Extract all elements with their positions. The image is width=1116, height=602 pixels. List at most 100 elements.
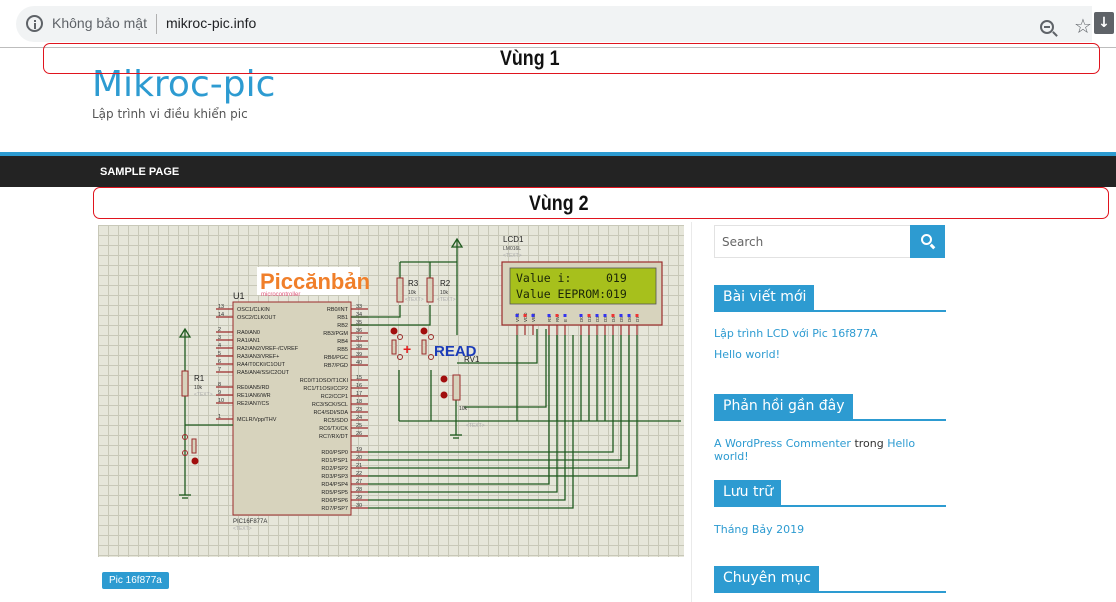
mcu-pin-name: RA3/AN3/VREF+	[237, 354, 279, 360]
archive-link[interactable]: Tháng Bảy 2019	[714, 523, 805, 536]
info-icon[interactable]	[26, 15, 43, 32]
mcu-pin-number: 1	[218, 414, 221, 420]
r1-ref: R1	[194, 374, 205, 383]
lcd-pin-name: VSS	[515, 313, 520, 322]
mcu-pin-name: RA2/AN2/VREF-/CVREF	[237, 346, 299, 352]
mcu-pin-number: 21	[356, 463, 362, 469]
mcu-pin-number: 10	[218, 398, 224, 404]
comment-author-link[interactable]: A WordPress Commenter	[714, 437, 851, 450]
mcu-pin-number: 13	[218, 304, 224, 310]
lcd-pin-marker	[547, 314, 551, 317]
mcu-pin-name: RB4	[337, 339, 348, 345]
mcu-pin-number: 37	[356, 336, 362, 342]
nav-item-sample-page[interactable]: SAMPLE PAGE	[100, 166, 180, 178]
lcd-ref: LCD1	[503, 235, 524, 244]
data-bus-wire	[368, 335, 550, 485]
comment-post-link[interactable]: Hello world!	[714, 437, 916, 463]
url-text[interactable]: mikroc-pic.info	[166, 15, 257, 31]
logo: Piccănbản microcontroller	[257, 267, 370, 298]
lcd-pin-name: E	[563, 319, 568, 322]
r1-text: <TEXT>	[194, 392, 213, 398]
post-tag[interactable]: Pic 16f877a	[102, 572, 169, 589]
mcu-pin-number: 17	[356, 391, 362, 397]
circuit-schematic-image[interactable]: Piccănbản microcontroller U1 PIC16F877A …	[98, 225, 684, 557]
mcu-pin-name: RD7/PSP7	[321, 506, 348, 512]
lcd-pin-name: D1	[587, 316, 592, 322]
lcd-pin-marker	[619, 314, 623, 317]
bookmark-star-icon[interactable]: ☆	[1074, 14, 1092, 38]
mcu-pin-name: OSC1/CLKIN	[237, 307, 270, 313]
mcu-pin-number: 4	[218, 343, 221, 349]
mcu-pin-name: RA5/AN4/SS/C2OUT	[237, 370, 290, 376]
search-input[interactable]: Search	[714, 225, 911, 258]
lcd-pin-name: D0	[579, 316, 584, 322]
mcu-pin-name: RD1/PSP1	[321, 458, 348, 464]
lcd-pin-marker	[595, 314, 599, 317]
data-bus-wire	[368, 335, 638, 477]
wires	[178, 237, 681, 499]
data-bus-wire	[368, 335, 574, 509]
rv1-value: 10k	[459, 406, 468, 412]
mcu-pin-number: 9	[218, 390, 221, 396]
comment-joiner: trong	[854, 437, 884, 450]
r2-text: <TEXT>	[437, 297, 456, 303]
r1-value: 10k	[194, 385, 203, 391]
mcu-part: PIC16F877A	[233, 519, 267, 525]
mcu-pin-name: RB1	[337, 315, 348, 321]
r3-value: 10k	[408, 290, 417, 296]
search-icon	[921, 234, 932, 245]
mcu-pin-name: RD0/PSP0	[321, 450, 348, 456]
zoom-out-icon[interactable]	[1040, 20, 1054, 34]
site-description: Lập trình vi điều khiển pic	[92, 107, 248, 121]
address-bar[interactable]: Không bảo mật mikroc-pic.info ☆	[16, 6, 1092, 42]
mcu-pin-number: 34	[356, 312, 362, 318]
mcu-pin-name: RC3/SCK/SCL	[312, 402, 348, 408]
lcd-pin-name: D3	[603, 316, 608, 322]
rv1-text: <TEXT>	[466, 423, 485, 429]
lcd-line-2: Value EEPROM:019	[516, 287, 627, 301]
lcd-pin-marker	[587, 314, 591, 317]
mcu-pin-name: RB6/PGC	[324, 355, 348, 361]
lcd-pin-name: VEE	[531, 313, 536, 322]
mcu-pin-name: RC7/RX/DT	[319, 434, 349, 440]
resistor-r2: R2 10k <TEXT>	[426, 277, 456, 303]
lcd-pin-marker	[555, 314, 559, 317]
read-label: READ	[434, 343, 477, 360]
mcu-pin-number: 6	[218, 359, 221, 365]
mcu-pin-name: RE1/AN6/WR	[237, 393, 271, 399]
search-button[interactable]	[910, 225, 945, 258]
widget-title: Phản hồi gần đây	[714, 394, 853, 419]
divider	[156, 14, 157, 34]
download-icon[interactable]: ↓	[1094, 12, 1114, 34]
mcu-pin-number: 28	[356, 487, 362, 493]
lcd-pin-marker	[627, 314, 631, 317]
mcu-pin-number: 30	[356, 503, 362, 509]
mcu-pin-number: 27	[356, 479, 362, 485]
r3-ref: R3	[408, 279, 419, 288]
mcu-pin-name: RD6/PSP6	[321, 498, 348, 504]
site-title[interactable]: Mikroc-pic	[92, 64, 276, 105]
mcu-pin-name: RC1/T1OSI/CCP2	[303, 386, 348, 392]
mcu-pin-name: RD5/PSP5	[321, 490, 348, 496]
recent-post-link[interactable]: Lập trình LCD với Pic 16f877A	[714, 327, 878, 340]
lcd-pin-name: RS	[547, 316, 552, 322]
mcu-pin-number: 29	[356, 495, 362, 501]
widget-title: Chuyên mục	[714, 566, 819, 591]
lcd-pin-name: D7	[635, 316, 640, 322]
mcu-pin-name: RB0/INT	[327, 307, 349, 313]
mcu-pin-number: 22	[356, 471, 362, 477]
recent-post-link[interactable]: Hello world!	[714, 348, 781, 361]
mcu-pin-name: RD4/PSP4	[321, 482, 348, 488]
mcu-pin-name: RB5	[337, 347, 348, 353]
lcd1: LCD1 LM016L <TEXT> Value i: 019 Value EE…	[501, 235, 663, 335]
lcd-pin-marker	[523, 314, 527, 317]
plus-label: +	[403, 341, 411, 357]
logo-text: Piccănbản	[260, 269, 370, 294]
mcu-pin-name: RC2/CCP1	[321, 394, 348, 400]
mcu-pin-number: 39	[356, 352, 362, 358]
potentiometer-rv1: RV1 10k <TEXT>	[440, 355, 485, 429]
security-label[interactable]: Không bảo mật	[52, 15, 147, 31]
push-buttons: + READ	[390, 327, 477, 360]
mcu-pin-name: RA4/T0CKI/C1OUT	[237, 362, 286, 368]
